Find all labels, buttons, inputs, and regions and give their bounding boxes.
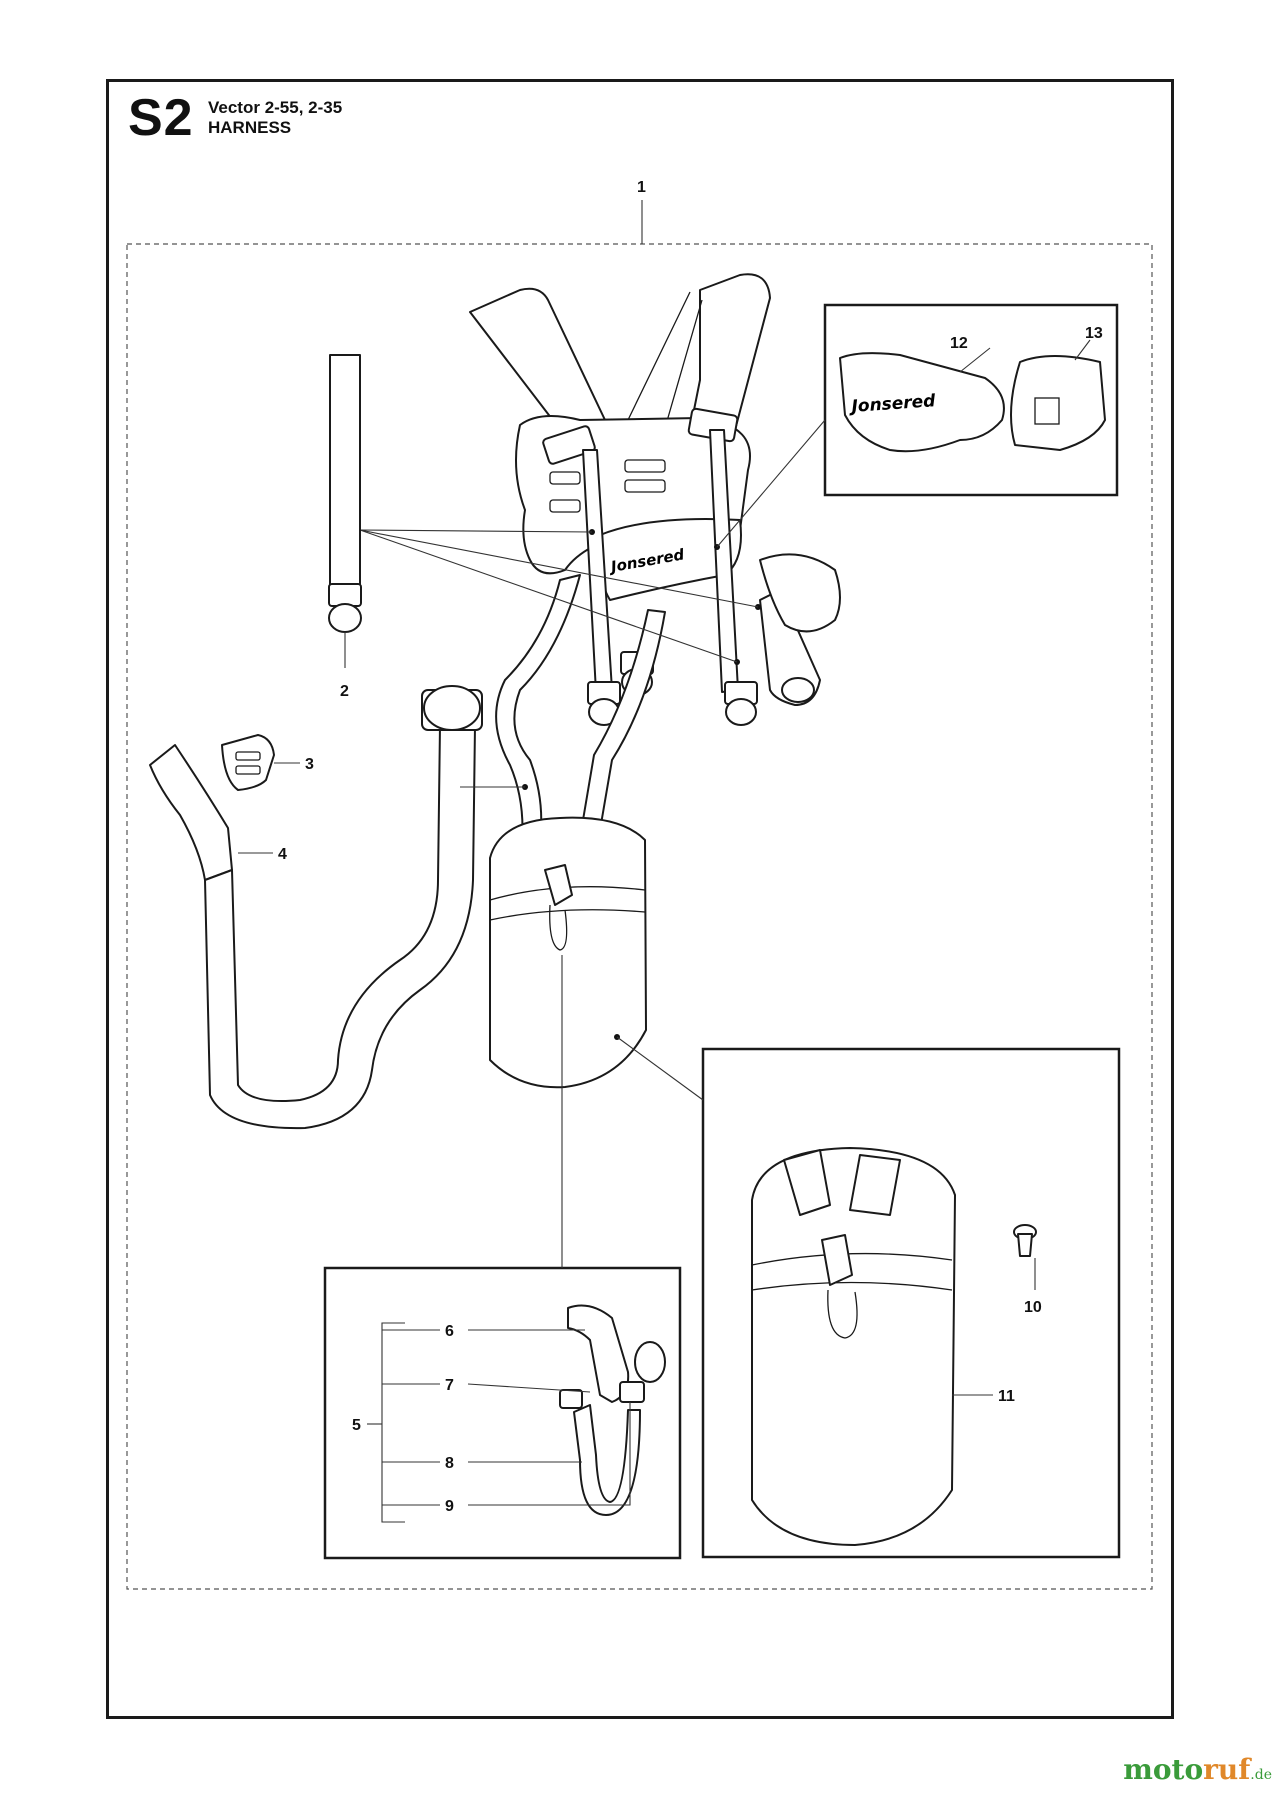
- part-6-hook-cap: [634, 1341, 666, 1383]
- model-line: Vector 2-55, 2-35: [208, 98, 343, 117]
- part-2-strap-loop: [328, 603, 362, 633]
- group-title: HARNESS: [208, 118, 292, 137]
- callout-12-leader: [959, 347, 991, 373]
- part-7-pivot: [619, 1381, 645, 1403]
- pad-slot: [624, 479, 666, 493]
- part-9-pin: [559, 1389, 583, 1409]
- callout-2: 2: [340, 683, 349, 700]
- detail-box-hip-pad: [616, 1036, 1121, 1559]
- callout-4: 4: [278, 846, 287, 863]
- left-shoulder-strap: [469, 287, 606, 441]
- hip-pad-seam: [489, 909, 646, 921]
- watermark-logo: motoruf.de: [1123, 1753, 1272, 1786]
- pad-slot: [624, 459, 666, 473]
- callout-13: 13: [1085, 325, 1103, 342]
- callout-1: 1: [637, 179, 646, 196]
- right-shoulder-strap: [691, 273, 771, 431]
- part-2-strap-clip: [328, 583, 362, 607]
- part-3-buckle: [221, 734, 300, 791]
- callout-12: 12: [950, 335, 968, 352]
- part-11-hook: [827, 1289, 858, 1339]
- hip-pad: [489, 816, 647, 1089]
- part-4-belt-end: [149, 744, 233, 881]
- part-11-seam: [751, 1252, 953, 1266]
- part-11-strap-loop: [849, 1154, 901, 1216]
- right-strap-inner: [627, 291, 703, 429]
- part-4-hip-belt: [149, 685, 525, 1130]
- detail-box-hook: [323, 955, 682, 1560]
- part-11-hook-bracket: [821, 1234, 853, 1286]
- strap-end-loop: [781, 677, 815, 703]
- right-side-strap: [759, 589, 821, 706]
- part-11-strap-loop: [783, 1149, 831, 1216]
- callout-2-leader: [359, 529, 738, 663]
- pad-slot: [549, 471, 581, 485]
- part-12-pad: [839, 352, 1005, 453]
- left-strap-buckle: [542, 425, 596, 465]
- assembly-boundary: [126, 243, 1153, 1590]
- callout-7-leader: [467, 1383, 591, 1393]
- callout-3: 3: [305, 756, 314, 773]
- detail-box-shoulder-pads: Jonsered: [716, 303, 1119, 548]
- part-2-strap: [328, 354, 362, 668]
- detail-box-12-13-pointer: [716, 419, 826, 548]
- detail-box-5-9-frame: [323, 1266, 682, 1560]
- hip-pad-hook-bracket: [544, 864, 573, 906]
- callout-2-leader: [359, 529, 593, 533]
- section-code: S2: [128, 89, 194, 147]
- watermark-part-b: ruf: [1203, 1753, 1251, 1786]
- drawing-frame: [106, 79, 1174, 1719]
- callout-2-leader: [359, 529, 759, 608]
- part-3-buckle-slot: [235, 765, 261, 775]
- part-13-window: [1034, 397, 1060, 425]
- hip-pad-hook: [549, 904, 568, 951]
- watermark-part-c: .de: [1250, 1767, 1272, 1783]
- part-13-pad: [1010, 355, 1106, 451]
- part-8-snap-ring: [573, 1404, 641, 1516]
- strap-end-loop: [725, 698, 757, 726]
- callout-9-leader: [468, 1402, 631, 1506]
- callout-5-bracket: [381, 1322, 405, 1523]
- pad-slot: [549, 499, 581, 513]
- part-3-buckle-slot: [235, 751, 261, 761]
- callout-10: 10: [1024, 1299, 1042, 1316]
- part-4-belt-loop: [423, 685, 481, 731]
- hip-strap: [495, 574, 581, 843]
- callout-8: 8: [445, 1455, 454, 1472]
- callout-5: 5: [352, 1417, 361, 1434]
- harness-assembly: Jonsered: [469, 273, 841, 1089]
- part-10-screw-shank: [1017, 1233, 1033, 1257]
- watermark-part-a: moto: [1123, 1753, 1204, 1786]
- part-4-belt-body: [204, 724, 476, 1130]
- part-2-strap-body: [329, 354, 361, 586]
- callout-11: 11: [998, 1388, 1015, 1405]
- detail-box-10-11-pointer: [616, 1036, 704, 1101]
- part-11-seam: [751, 1281, 953, 1291]
- callout-7: 7: [445, 1377, 454, 1394]
- callout-13-leader: [1074, 339, 1091, 361]
- callout-6: 6: [445, 1323, 454, 1340]
- shoulder-protector: [759, 553, 841, 633]
- callout-9: 9: [445, 1498, 454, 1515]
- part-3-buckle-body: [221, 734, 275, 791]
